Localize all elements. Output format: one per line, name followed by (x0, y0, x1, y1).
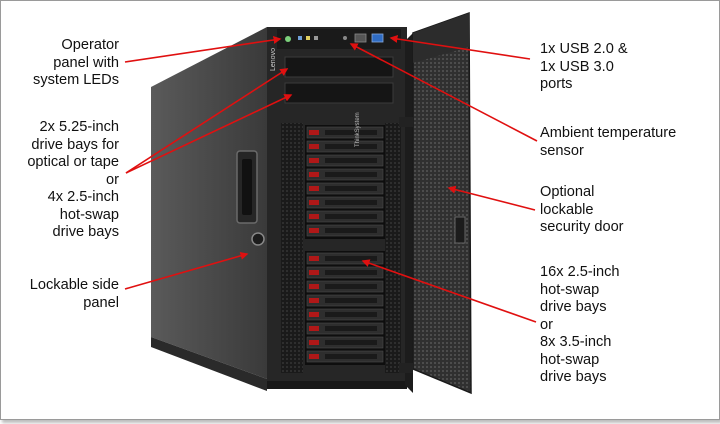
security-door (412, 11, 472, 395)
drive-release-latch (309, 144, 319, 149)
arrow-optical-bay-1 (125, 68, 289, 174)
temp-sensor (343, 36, 347, 40)
drive-release-latch (309, 326, 319, 331)
drive-release-latch (309, 214, 319, 219)
drive-release-latch (309, 172, 319, 177)
drive-vent (325, 158, 377, 163)
drive-release-latch (309, 340, 319, 345)
drive-vent (325, 340, 377, 345)
drive-vent (325, 228, 377, 233)
usb-3-port (371, 33, 384, 43)
arrow-optical-bay-2 (125, 94, 293, 174)
arrow-operator-panel (124, 35, 282, 63)
usb-2-port (354, 33, 367, 43)
drive-vent (325, 172, 377, 177)
drive-vent (325, 256, 377, 261)
side-panel (151, 27, 267, 379)
drive-vent (325, 270, 377, 275)
side-panel-lock (251, 232, 265, 246)
label-drive-bays-525: 2x 5.25-inch drive bays for optical or t… (27, 119, 119, 240)
drive-release-latch (309, 354, 319, 359)
drive-vent (325, 284, 377, 289)
arrow-door (447, 185, 536, 211)
drive-vent (325, 130, 377, 135)
power-led (285, 36, 291, 42)
arrow-temp-sensor (349, 43, 538, 142)
door-hinge-top (399, 117, 413, 127)
label-usb-ports: 1x USB 2.0 & 1x USB 3.0 ports (540, 41, 628, 92)
drive-vent (325, 354, 377, 359)
operator-panel (277, 29, 401, 49)
arrow-usb (389, 35, 531, 60)
drive-release-latch (309, 312, 319, 317)
side-panel-foot (151, 337, 267, 391)
drive-release-latch (309, 228, 319, 233)
optical-bay-1 (284, 56, 394, 78)
drive-vent (325, 200, 377, 205)
drive-vent (325, 326, 377, 331)
drive-vent (325, 186, 377, 191)
label-side-panel: Lockable side panel (29, 277, 119, 311)
drive-release-latch (309, 256, 319, 261)
drive-release-latch (309, 298, 319, 303)
label-operator-panel: Operator panel with system LEDs (33, 37, 119, 88)
arrow-hotswap (361, 259, 537, 323)
drive-release-latch (309, 284, 319, 289)
drive-release-latch (309, 186, 319, 191)
arrow-side-panel (124, 251, 249, 290)
door-hinge-bottom (399, 363, 413, 373)
optical-bay-2 (284, 82, 394, 104)
drive-release-latch (309, 158, 319, 163)
brand-bay: ThinkSystem (355, 112, 361, 147)
label-security-door: Optional lockable security door (540, 184, 624, 235)
drive-vent (325, 214, 377, 219)
front-vent-left (281, 123, 303, 373)
drive-vent (325, 144, 377, 149)
brand-side: Lenovo (270, 48, 277, 71)
label-hotswap-bays: 16x 2.5-inch hot-swap drive bays or 8x 3… (540, 264, 620, 385)
status-led (298, 36, 302, 40)
drive-release-latch (309, 270, 319, 275)
label-temp-sensor: Ambient temperature sensor (540, 125, 677, 159)
drive-vent (325, 312, 377, 317)
front-vent-right (385, 123, 401, 373)
callout-arrows (124, 35, 538, 323)
drive-release-latch (309, 130, 319, 135)
door-latch (454, 216, 466, 244)
drive-vent (325, 298, 377, 303)
security-door-edge (405, 33, 413, 393)
drive-release-latch (309, 200, 319, 205)
